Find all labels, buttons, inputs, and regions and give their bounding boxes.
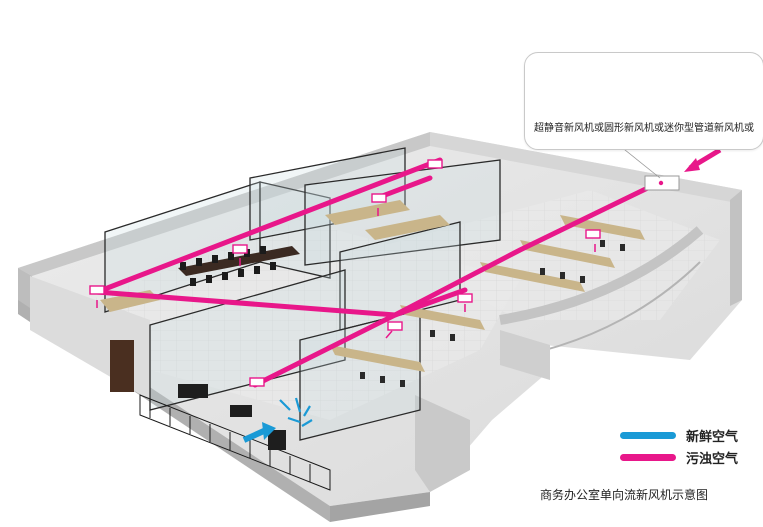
curved-glass-wall (499, 226, 704, 325)
door (110, 340, 134, 392)
device-callout: 超静音新风机或圆形新风机或迷你型管道新风机或 (524, 52, 763, 150)
exhaust-air-swatch (620, 454, 676, 461)
outer-wall (18, 132, 430, 276)
outer-wall (330, 492, 430, 522)
ventilation-unit-indicator (658, 180, 664, 186)
desk-chairs (360, 240, 625, 387)
intake-arrowhead (684, 158, 700, 172)
legend: 新鲜空气 污浊空气 (620, 426, 760, 470)
fresh-air-main-arrow (242, 427, 268, 443)
conference-table (178, 246, 300, 276)
exhaust-air-duct (94, 157, 663, 388)
railing (139, 394, 331, 491)
outer-wall (730, 190, 742, 306)
fresh-air-arrowhead (262, 422, 276, 440)
corner-wall (415, 395, 470, 492)
ceiling-diffusers (89, 159, 601, 387)
fresh-air-arrows (279, 397, 313, 427)
device-callout-caption: 超静音新风机或圆形新风机或迷你型管道新风机或 (534, 123, 754, 134)
fresh-air-swatch (620, 432, 676, 439)
tiled-floor (330, 190, 720, 320)
corner-wall (500, 330, 550, 380)
legend-item-fresh: 新鲜空气 (620, 426, 760, 448)
lobby-sofas (178, 384, 286, 450)
railing-bars (149, 400, 311, 482)
exhaust-arrows (96, 208, 596, 339)
diagram-title: 商务办公室单向流新风机示意图 (540, 488, 709, 502)
exhaust-air-label: 污浊空气 (686, 452, 739, 467)
fresh-air-label: 新鲜空气 (686, 430, 739, 445)
legend-item-exhaust: 污浊空气 (620, 448, 760, 470)
